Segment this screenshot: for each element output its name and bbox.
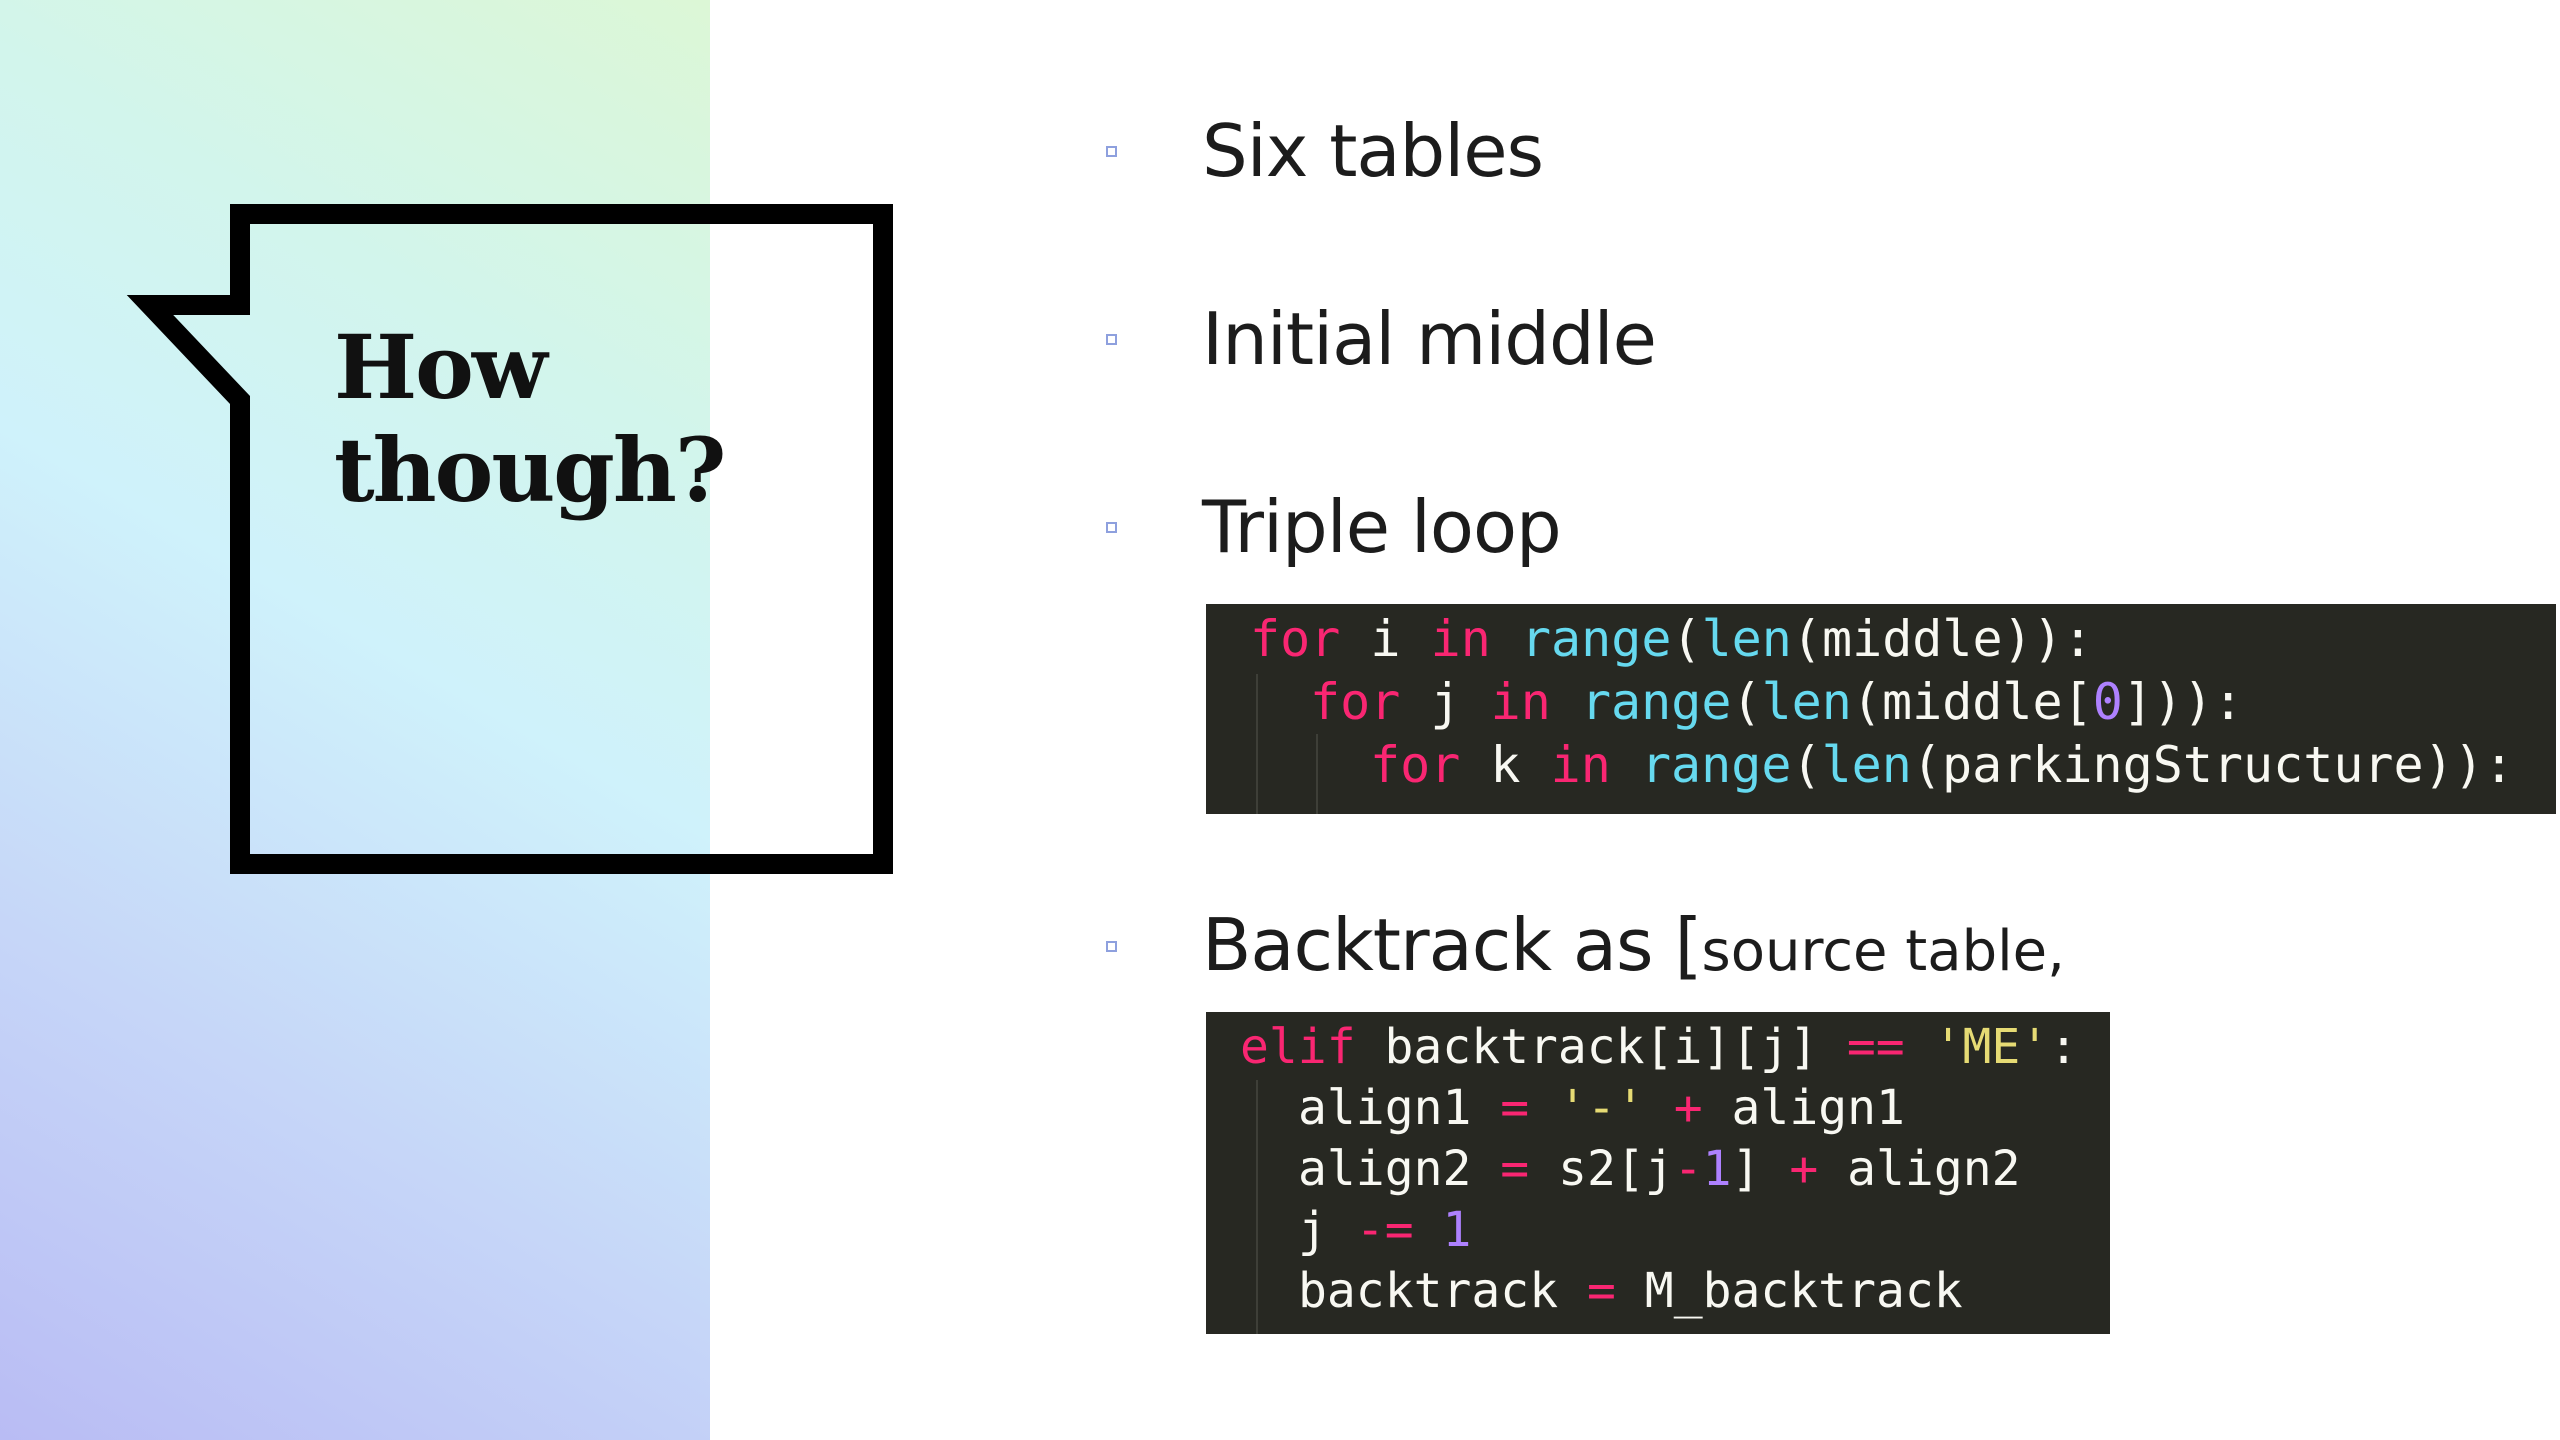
bullet-backtrack: Backtrack as [source table, bbox=[1202, 900, 2065, 997]
operator-token: = bbox=[1500, 1141, 1530, 1197]
number-token: 1 bbox=[1442, 1202, 1472, 1258]
number-token: 1 bbox=[1702, 1141, 1732, 1197]
code-token: backtrack bbox=[1298, 1263, 1587, 1319]
code-line: backtrack = M_backtrack bbox=[1298, 1260, 1963, 1322]
operator-token: -= bbox=[1355, 1202, 1414, 1258]
code-line: for j in range(len(middle[0])): bbox=[1310, 671, 2243, 733]
code-token: s2[j bbox=[1529, 1141, 1674, 1197]
code-line: for k in range(len(parkingStructure)): bbox=[1370, 734, 2514, 796]
code-token bbox=[1905, 1019, 1934, 1075]
code-token: ( bbox=[1791, 736, 1822, 794]
indent-guide bbox=[1316, 734, 1318, 814]
string-token: 'ME' bbox=[1933, 1019, 2050, 1075]
string-token: '-' bbox=[1558, 1080, 1645, 1136]
code-token: align1 bbox=[1702, 1080, 1905, 1136]
code-snippet-backtrack: elif backtrack[i][j] == 'ME': align1 = '… bbox=[1206, 1012, 2110, 1334]
keyword-token: elif bbox=[1240, 1019, 1356, 1075]
code-token: : bbox=[2049, 1019, 2079, 1075]
builtin-token: len bbox=[1761, 673, 1852, 731]
code-token bbox=[1611, 736, 1641, 794]
indent-guide bbox=[1256, 1080, 1258, 1334]
code-token: k bbox=[1460, 736, 1551, 794]
code-snippet-triple-loop: for i in range(len(middle)): for j in ra… bbox=[1206, 604, 2556, 814]
operator-token: + bbox=[1673, 1080, 1703, 1136]
operator-token: = bbox=[1586, 1263, 1616, 1319]
bullet-marker bbox=[1106, 941, 1117, 952]
bullet-marker bbox=[1106, 146, 1117, 157]
keyword-token: for bbox=[1310, 673, 1401, 731]
code-token: j bbox=[1400, 673, 1491, 731]
builtin-token: len bbox=[1821, 736, 1912, 794]
code-token: (middle)): bbox=[1791, 610, 2093, 668]
bullet-backtrack-bracket: [ bbox=[1674, 903, 1702, 987]
keyword-token: for bbox=[1250, 610, 1341, 668]
indent-guide bbox=[1256, 674, 1258, 814]
gradient-panel bbox=[0, 0, 710, 1440]
code-token: j bbox=[1298, 1202, 1356, 1258]
code-token bbox=[1529, 1080, 1558, 1136]
code-line: align1 = '-' + align1 bbox=[1298, 1077, 1905, 1139]
code-token: align2 bbox=[1298, 1141, 1501, 1197]
operator-token: - bbox=[1673, 1141, 1703, 1197]
code-token bbox=[1491, 610, 1521, 668]
code-token: ] bbox=[1731, 1141, 1790, 1197]
bullet-triple-loop: Triple loop bbox=[1202, 485, 1562, 569]
builtin-token: range bbox=[1640, 736, 1792, 794]
code-token: ( bbox=[1671, 610, 1702, 668]
code-token bbox=[1645, 1080, 1674, 1136]
code-line: elif backtrack[i][j] == 'ME': bbox=[1240, 1016, 2078, 1078]
code-token: ( bbox=[1731, 673, 1762, 731]
builtin-token: range bbox=[1580, 673, 1732, 731]
bullet-marker bbox=[1106, 522, 1117, 533]
builtin-token: range bbox=[1520, 610, 1672, 668]
operator-token: == bbox=[1846, 1019, 1905, 1075]
bullet-six-tables: Six tables bbox=[1202, 109, 1544, 193]
keyword-token: in bbox=[1430, 610, 1491, 668]
code-token: (parkingStructure)): bbox=[1911, 736, 2514, 794]
builtin-token: len bbox=[1701, 610, 1792, 668]
code-token bbox=[1414, 1202, 1443, 1258]
code-line: j -= 1 bbox=[1298, 1199, 1471, 1261]
keyword-token: for bbox=[1370, 736, 1461, 794]
code-token: align1 bbox=[1298, 1080, 1501, 1136]
code-token bbox=[1551, 673, 1581, 731]
code-token: align2 bbox=[1818, 1141, 2021, 1197]
number-token: 0 bbox=[2092, 673, 2123, 731]
code-token: i bbox=[1340, 610, 1431, 668]
code-line: for i in range(len(middle)): bbox=[1250, 608, 2093, 670]
bullet-marker bbox=[1106, 334, 1117, 345]
keyword-token: in bbox=[1490, 673, 1551, 731]
bullet-initial-middle: Initial middle bbox=[1202, 297, 1657, 381]
code-token: (middle[ bbox=[1851, 673, 2093, 731]
code-token: backtrack[i][j] bbox=[1355, 1019, 1847, 1075]
keyword-token: in bbox=[1550, 736, 1611, 794]
bullet-backtrack-main: Backtrack as bbox=[1202, 903, 1675, 987]
operator-token: = bbox=[1500, 1080, 1530, 1136]
code-token: ])): bbox=[2122, 673, 2244, 731]
code-token: M_backtrack bbox=[1615, 1263, 1963, 1319]
bullet-backtrack-small: source table, bbox=[1701, 919, 2065, 984]
operator-token: + bbox=[1789, 1141, 1819, 1197]
code-line: align2 = s2[j-1] + align2 bbox=[1298, 1138, 2021, 1200]
bubble-title: How though? bbox=[334, 315, 726, 522]
